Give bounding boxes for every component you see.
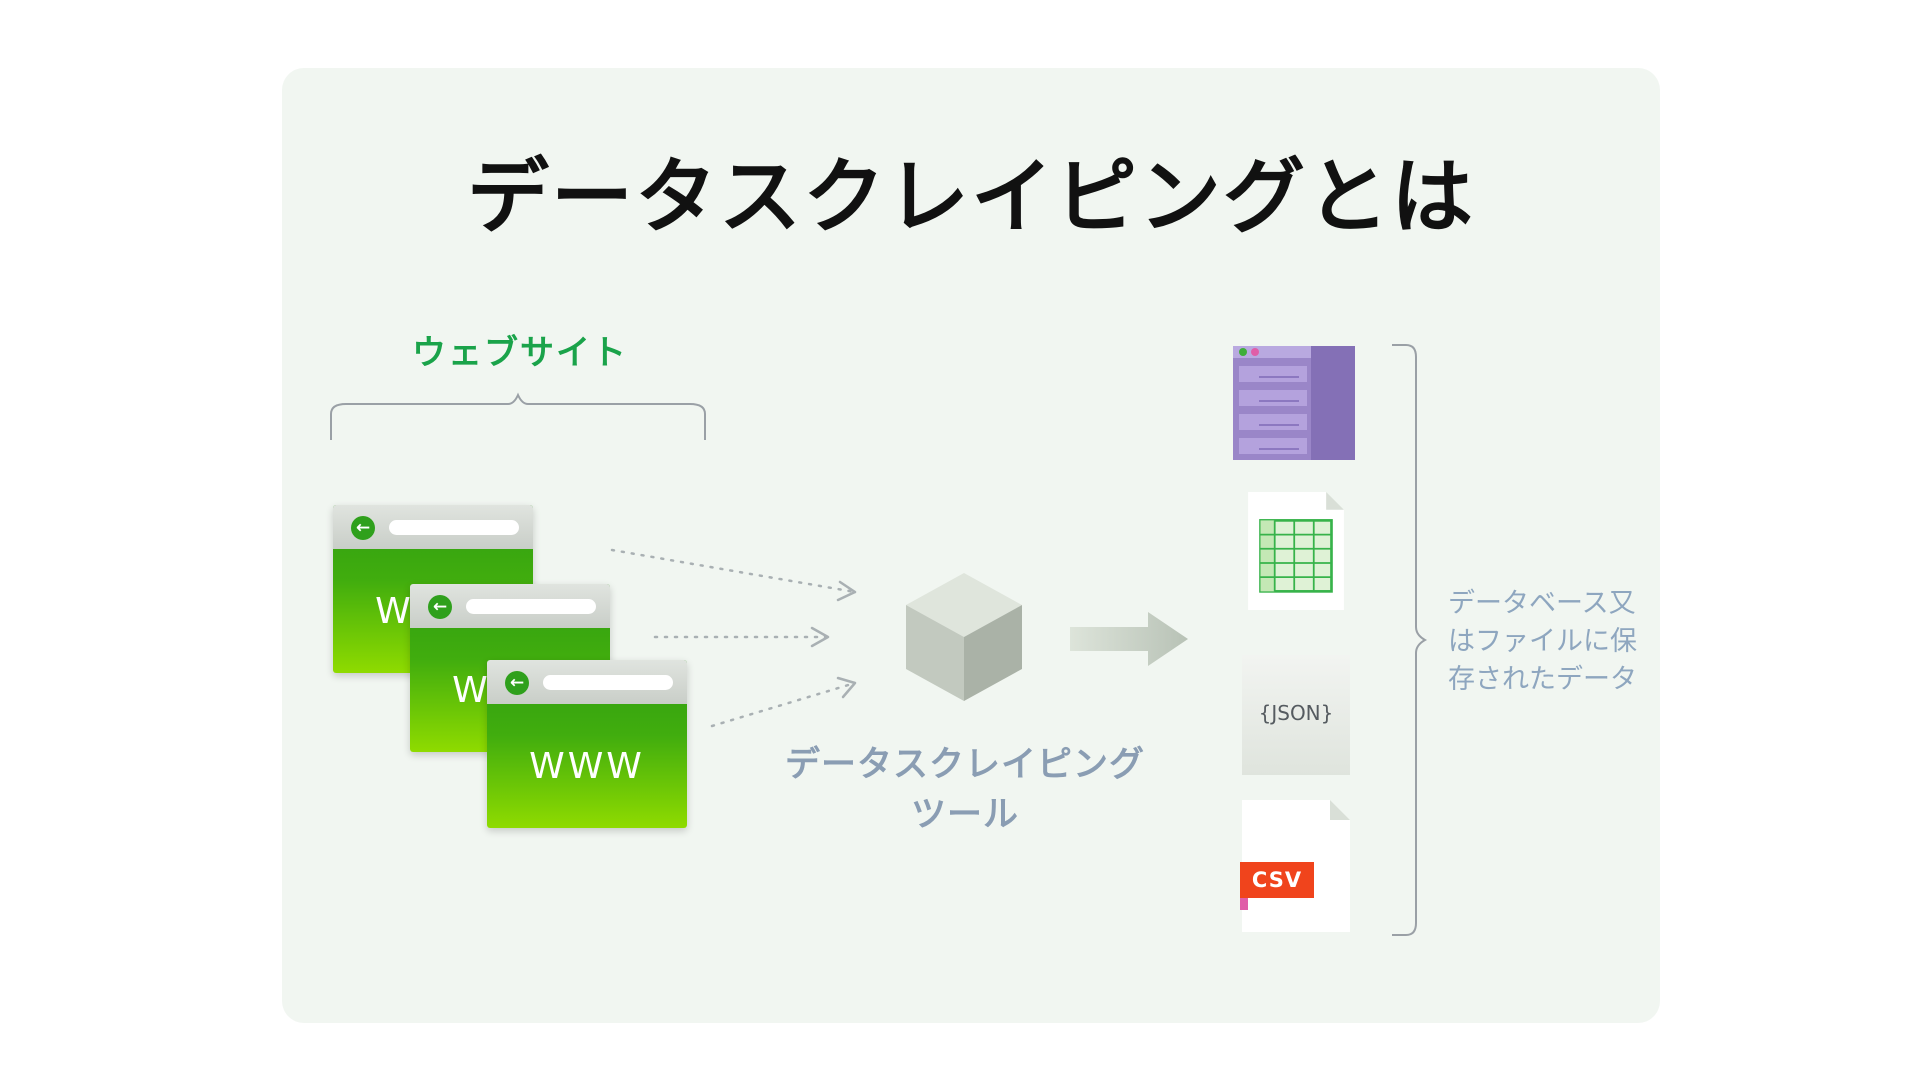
output-brace <box>1392 344 1428 936</box>
browser-www-text: WWW <box>529 746 645 787</box>
address-bar <box>389 520 519 535</box>
website-label: ウェブサイト <box>412 333 628 373</box>
stored-data-label-line1: データベース又 <box>1448 588 1636 619</box>
website-brace <box>330 392 706 440</box>
address-bar <box>543 675 673 690</box>
json-label: {JSON} <box>1258 701 1334 725</box>
browser-toolbar: ← <box>333 505 533 549</box>
browser-toolbar: ← <box>487 660 687 704</box>
csv-label: CSV <box>1240 862 1314 898</box>
browser-toolbar: ← <box>410 584 610 628</box>
address-bar <box>466 599 596 614</box>
csv-file-icon: CSV <box>1240 800 1350 932</box>
stored-data-label: データベース又 はファイルに保 存されたデータ <box>1448 585 1668 699</box>
browser-window-3: ← WWW <box>487 660 687 828</box>
json-file-icon: {JSON} <box>1242 655 1350 775</box>
stored-data-label-line2: はファイルに保 <box>1448 626 1637 657</box>
arrow-right-icon <box>1070 612 1188 666</box>
cube-icon <box>906 573 1022 701</box>
arrow-left-icon: ← <box>428 595 452 619</box>
dotted-arrows <box>610 548 857 728</box>
scraping-tool-label-line2: ツール <box>910 795 1019 835</box>
page-title: データスクレイピングとは <box>466 150 1475 245</box>
database-icon <box>1233 346 1355 460</box>
arrow-left-icon: ← <box>351 516 375 540</box>
scraping-tool-label-line1: データスクレイピング <box>784 745 1145 785</box>
scraping-tool-label: データスクレイピング ツール <box>760 740 1170 840</box>
stored-data-label-line3: 存されたデータ <box>1448 664 1637 695</box>
arrow-left-icon: ← <box>505 671 529 695</box>
spreadsheet-icon <box>1248 492 1344 610</box>
